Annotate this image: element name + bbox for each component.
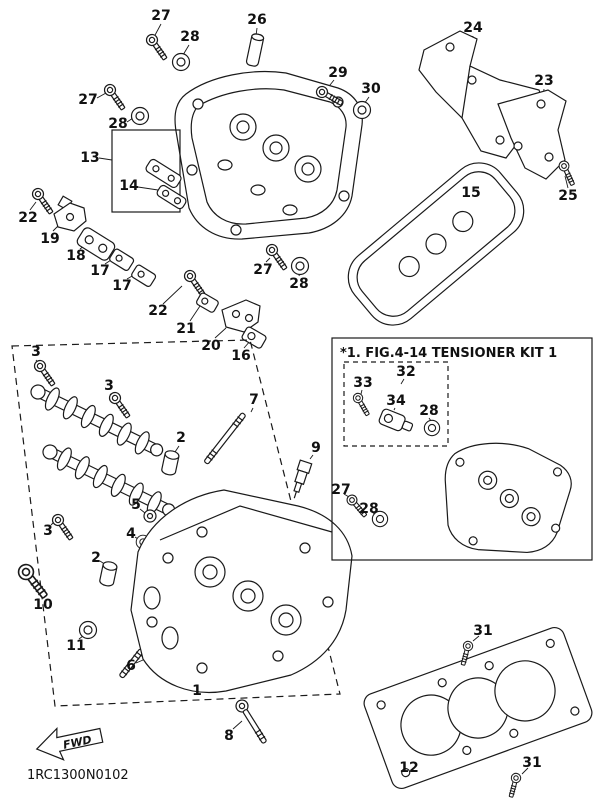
cylinder-head-1: [130, 489, 353, 693]
camshaft-intake: [30, 384, 164, 457]
fwd-arrow: [35, 726, 104, 761]
part-21: [195, 292, 219, 313]
bolt-27-icon: [143, 31, 171, 63]
grommet-28-icon: [371, 510, 389, 528]
tappet-2-icon: [160, 449, 181, 477]
part-17: [131, 264, 157, 287]
part-19: [53, 195, 87, 232]
grommet-28-icon: [423, 419, 441, 437]
valve-cover: [174, 70, 363, 240]
bolt-31-icon: [505, 771, 523, 799]
bolt-25-icon: [556, 158, 578, 188]
part-20: [221, 299, 261, 333]
bracket-23: [497, 89, 567, 180]
bolt-27-icon: [101, 81, 129, 113]
bolt-10-icon: [14, 560, 52, 602]
tensioner-kit-inset: [331, 337, 593, 561]
tensioner-34: [378, 408, 414, 432]
head-gasket-12: [363, 626, 593, 790]
washer-11-icon: [78, 620, 98, 640]
camshaft-exhaust: [42, 444, 176, 517]
bolt-33-icon: [351, 391, 373, 418]
bolt-22-icon: [29, 185, 57, 217]
grommet-30-icon: [352, 100, 372, 120]
stud-7: [204, 412, 246, 465]
bolt-3-icon: [31, 357, 59, 389]
grommet-28-icon: [290, 256, 310, 276]
bolt-3-icon: [49, 511, 77, 543]
valve-cover-gasket-15: [347, 162, 525, 326]
dowel-26: [245, 33, 265, 67]
stud-6: [119, 648, 144, 679]
spark-plug-9: [293, 459, 313, 499]
bracket-group-13-14: [111, 129, 187, 213]
bolt-27-icon: [263, 241, 291, 273]
part-5: [143, 509, 157, 523]
bolt-8: [235, 699, 267, 744]
diagram-code: 1RC1300N0102: [27, 768, 129, 783]
inset-valve-cover: [444, 442, 572, 554]
grommet-28-icon: [171, 52, 191, 72]
grommet-28-icon: [130, 106, 150, 126]
tappet-2-icon: [98, 560, 119, 588]
bolt-27-icon: [344, 492, 370, 520]
part-17: [109, 248, 135, 271]
inset-title: *1. FIG.4-14 TENSIONER KIT 1: [340, 346, 558, 361]
part-18: [76, 227, 116, 261]
